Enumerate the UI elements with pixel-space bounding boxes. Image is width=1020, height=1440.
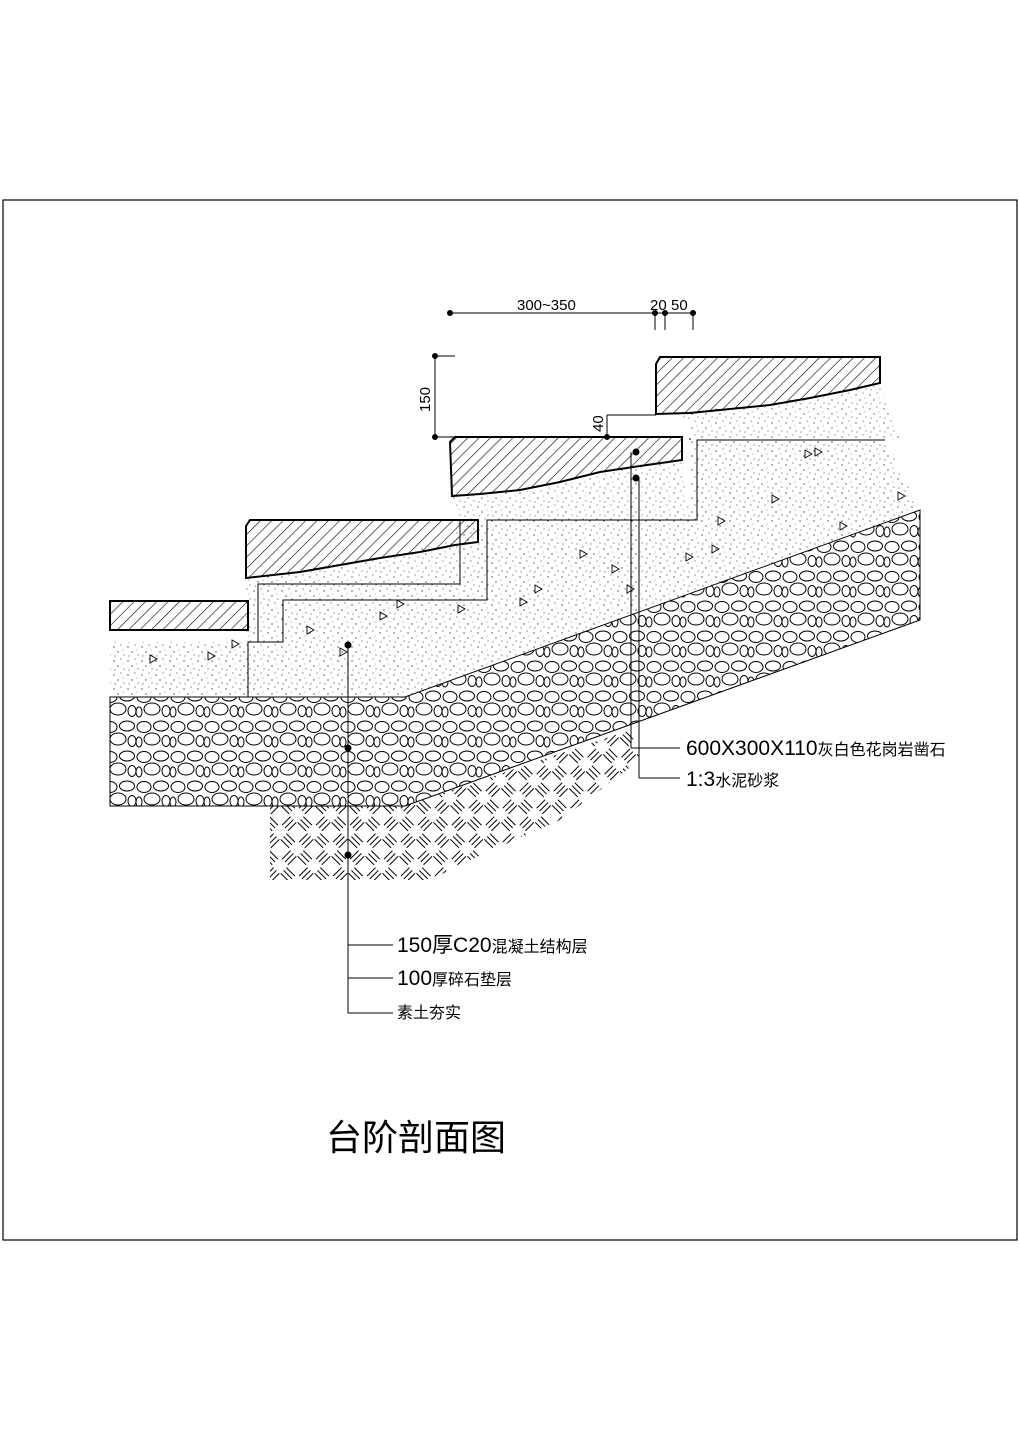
callout-mortar: 1:3水泥砂浆 — [686, 768, 779, 791]
leader-right — [630, 448, 680, 779]
dim-nosing-b: 50 — [671, 297, 688, 314]
concrete-layer — [110, 440, 920, 697]
dim-joint: 40 — [590, 415, 607, 432]
dim-riser: 150 — [417, 387, 434, 412]
granite-step-4 — [655, 356, 881, 416]
callout-concrete: 150厚C20混凝土结构层 — [397, 934, 588, 957]
compacted-soil-layer — [270, 730, 640, 880]
dim-nosing-a: 20 — [650, 297, 667, 314]
granite-step-3 — [448, 436, 683, 498]
dim-tread: 300~350 — [517, 297, 576, 314]
callout-gravel: 100厚碎石垫层 — [397, 967, 512, 990]
sheet-border — [2, 199, 1018, 1241]
drawing-title: 台阶剖面图 — [326, 1118, 506, 1159]
granite-step-2 — [245, 519, 479, 580]
leader-left — [344, 641, 393, 1014]
callout-granite: 600X300X110灰白色花岗岩凿石 — [686, 737, 946, 760]
concrete-step-outline — [247, 439, 885, 697]
dimension-lines — [432, 310, 696, 440]
granite-step-1 — [109, 600, 249, 631]
callout-soil: 素土夯实 — [397, 1003, 461, 1022]
